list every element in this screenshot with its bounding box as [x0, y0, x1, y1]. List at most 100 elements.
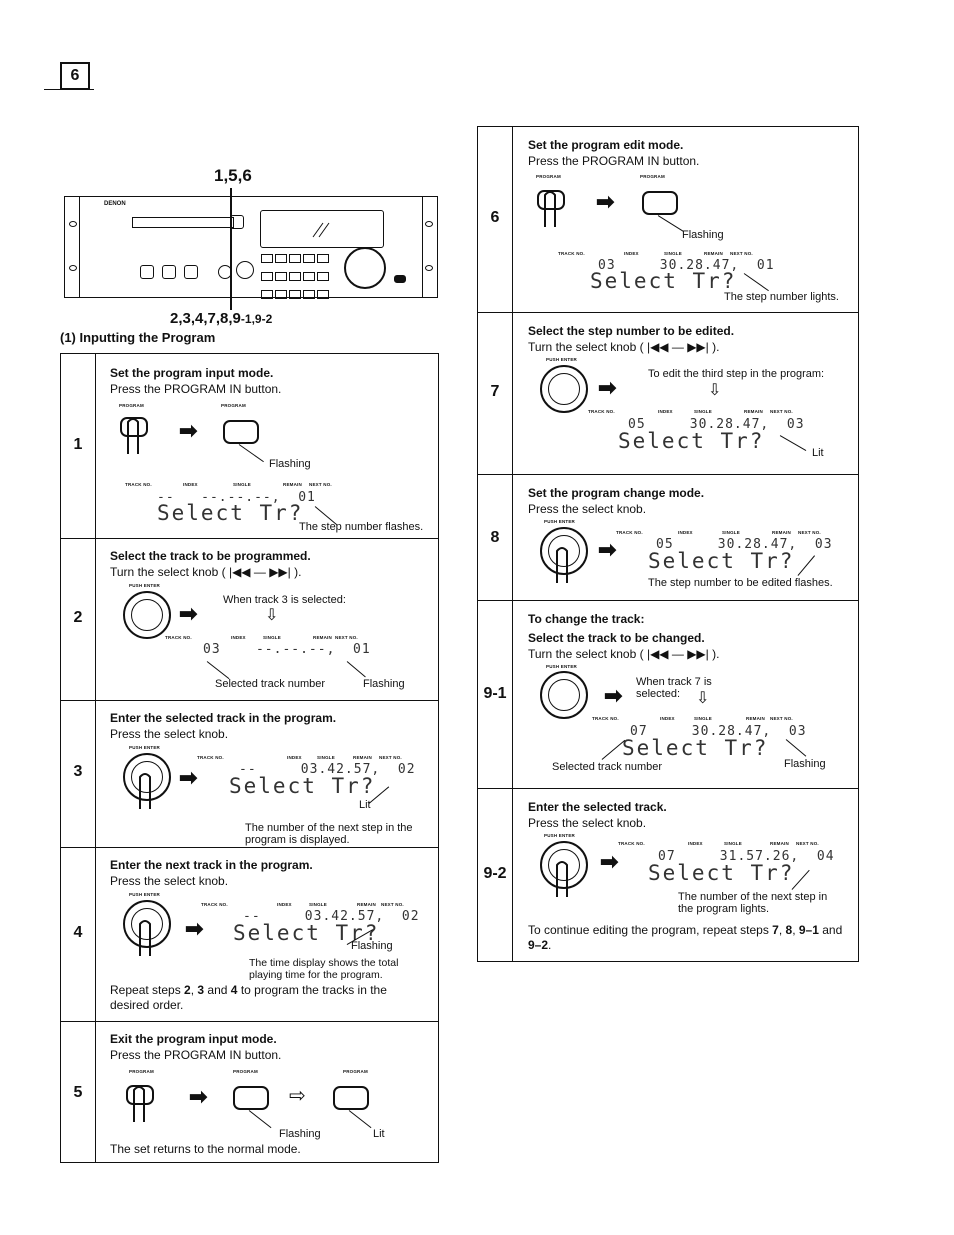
continue-sep: , [778, 923, 786, 937]
annotation-flashing: Flashing [279, 1128, 321, 1140]
step-text: Press the PROGRAM IN button. [110, 1048, 282, 1062]
lcd-label-single: SINGLE [722, 530, 740, 535]
arrow-right-icon: ➡ [179, 601, 198, 626]
repeat-post: to program the tracks in the desired ord… [110, 983, 387, 1012]
lcd-label-single: SINGLE [694, 716, 712, 721]
callout-leader [230, 188, 232, 310]
lcd-label-next: NEXT NO. [730, 251, 753, 256]
step-title-a: To change the track: [528, 612, 645, 626]
disc-tray [132, 217, 234, 228]
lcd-bottom-line: Select Tr? [648, 861, 795, 885]
lcd-label-next: NEXT NO. [798, 530, 821, 535]
program-label: PROGRAM [233, 1069, 258, 1074]
leader-line [657, 215, 684, 232]
step-title: Set the program change mode. [528, 486, 705, 500]
select-knob-icon [540, 671, 588, 719]
annotation-right: Flashing [784, 758, 826, 770]
lcd-label-single: SINGLE [724, 841, 742, 846]
annotation: The step number to be edited flashes. [648, 577, 833, 589]
transport-button [140, 265, 154, 279]
leader-line [346, 661, 366, 678]
leader-line [785, 739, 807, 757]
arrow-down-icon: ⇩ [708, 382, 722, 399]
program-label: PROGRAM [343, 1069, 368, 1074]
number-column [478, 127, 513, 961]
right-steps-table: 6 Set the program edit mode. Press the P… [477, 126, 859, 962]
select-knob-icon [540, 527, 588, 575]
push-enter-label: PUSH ENTER [129, 583, 161, 588]
lcd-label-remain: REMAIN [283, 482, 302, 487]
callout-bottom-suffix: -1,9-2 [240, 312, 273, 326]
step-title: Set the program input mode. [110, 366, 274, 380]
finger-press-icon [556, 547, 568, 583]
rack-hole [425, 265, 433, 271]
lcd-bottom-line: Select Tr? [233, 921, 380, 945]
step-row-7: 7 Select the step number to be edited. T… [478, 312, 858, 475]
lcd-label-index: INDEX [183, 482, 198, 487]
eject-button [230, 215, 244, 229]
lcd-label-index: INDEX [277, 902, 292, 907]
lcd-label-single: SINGLE [694, 409, 712, 414]
lcd-bottom-line: Select Tr? [229, 774, 376, 798]
select-knob-icon [540, 841, 588, 889]
continue-pre: To continue editing the program, repeat … [528, 923, 773, 937]
arrow-right-icon: ➡ [179, 418, 198, 443]
arrow-right-icon: ➡ [179, 765, 198, 790]
when-text: When track 7 is selected: [636, 676, 712, 700]
program-in-button-icon [333, 1086, 369, 1110]
lcd-top-line: 03 30.28.47, 01 [598, 258, 775, 273]
lcd-label-track: TRACK NO. [618, 841, 645, 846]
left-steps-table: 1 Set the program input mode. Press the … [60, 353, 439, 1163]
lcd-label-track: TRACK NO. [165, 635, 192, 640]
program-in-button-icon [223, 420, 259, 444]
lcd-label-track: TRACK NO. [201, 902, 228, 907]
lcd-label-single: SINGLE [664, 251, 682, 256]
lcd-bottom-line: Select Tr? [618, 429, 765, 453]
device-display [260, 210, 384, 248]
annotation-flashing: Flashing [351, 940, 393, 952]
continue-step-a: 7 [772, 923, 779, 937]
push-enter-label: PUSH ENTER [129, 745, 161, 750]
step-text: Press the select knob. [110, 727, 229, 741]
callout-bottom-main: 2,3,4,7,8,9 [170, 310, 241, 327]
program-label: PROGRAM [129, 1069, 154, 1074]
lcd-label-remain: REMAIN [744, 409, 763, 414]
select-knob-icon [540, 365, 588, 413]
step-text: Press the select knob. [110, 874, 229, 888]
annotation: The number of the next step in the progr… [678, 891, 828, 915]
lcd-label-remain: REMAIN [770, 841, 789, 846]
continue-step-c: 9–1 [798, 923, 819, 937]
lcd-label-index: INDEX [660, 716, 675, 721]
lcd-label-index: INDEX [624, 251, 639, 256]
continue-text: To continue editing the program, repeat … [528, 923, 848, 953]
leader-line [779, 435, 807, 452]
repeat-pre: Repeat steps [110, 983, 185, 997]
lcd-label-track: TRACK NO. [558, 251, 585, 256]
program-in-button-icon [642, 191, 678, 215]
lcd-label-index: INDEX [678, 530, 693, 535]
select-knob-icon [123, 900, 171, 948]
transport-button [184, 265, 198, 279]
step-number: 9-2 [483, 865, 507, 882]
page-number-box: 6 [60, 62, 90, 90]
step-text: Turn the select knob ( |◀◀ — ▶▶| ). [528, 647, 720, 661]
lcd-label-remain: REMAIN [313, 635, 332, 640]
arrow-right-icon: ➡ [185, 916, 204, 941]
lcd-top-line: 05 30.28.47, 03 [628, 417, 805, 432]
arrow-right-icon: ➡ [604, 683, 623, 708]
program-label: PROGRAM [640, 174, 665, 179]
lcd-label-track: TRACK NO. [592, 716, 619, 721]
display-glare [312, 222, 330, 238]
rack-hole [69, 265, 77, 271]
finger-press-icon [139, 920, 151, 956]
device-brand: DENON [104, 201, 126, 207]
program-label: PROGRAM [536, 174, 561, 179]
annotation: The step number flashes. [299, 521, 424, 533]
finger-press-icon [556, 861, 568, 897]
step-row-9-2: 9-2 Enter the selected track. Press the … [478, 788, 858, 962]
push-enter-label: PUSH ENTER [129, 892, 161, 897]
arrow-right-icon: ➡ [189, 1084, 208, 1109]
when-text: To edit the third step in the program: [648, 368, 825, 380]
lcd-label-next: NEXT NO. [335, 635, 358, 640]
lcd-label-next: NEXT NO. [770, 409, 793, 414]
